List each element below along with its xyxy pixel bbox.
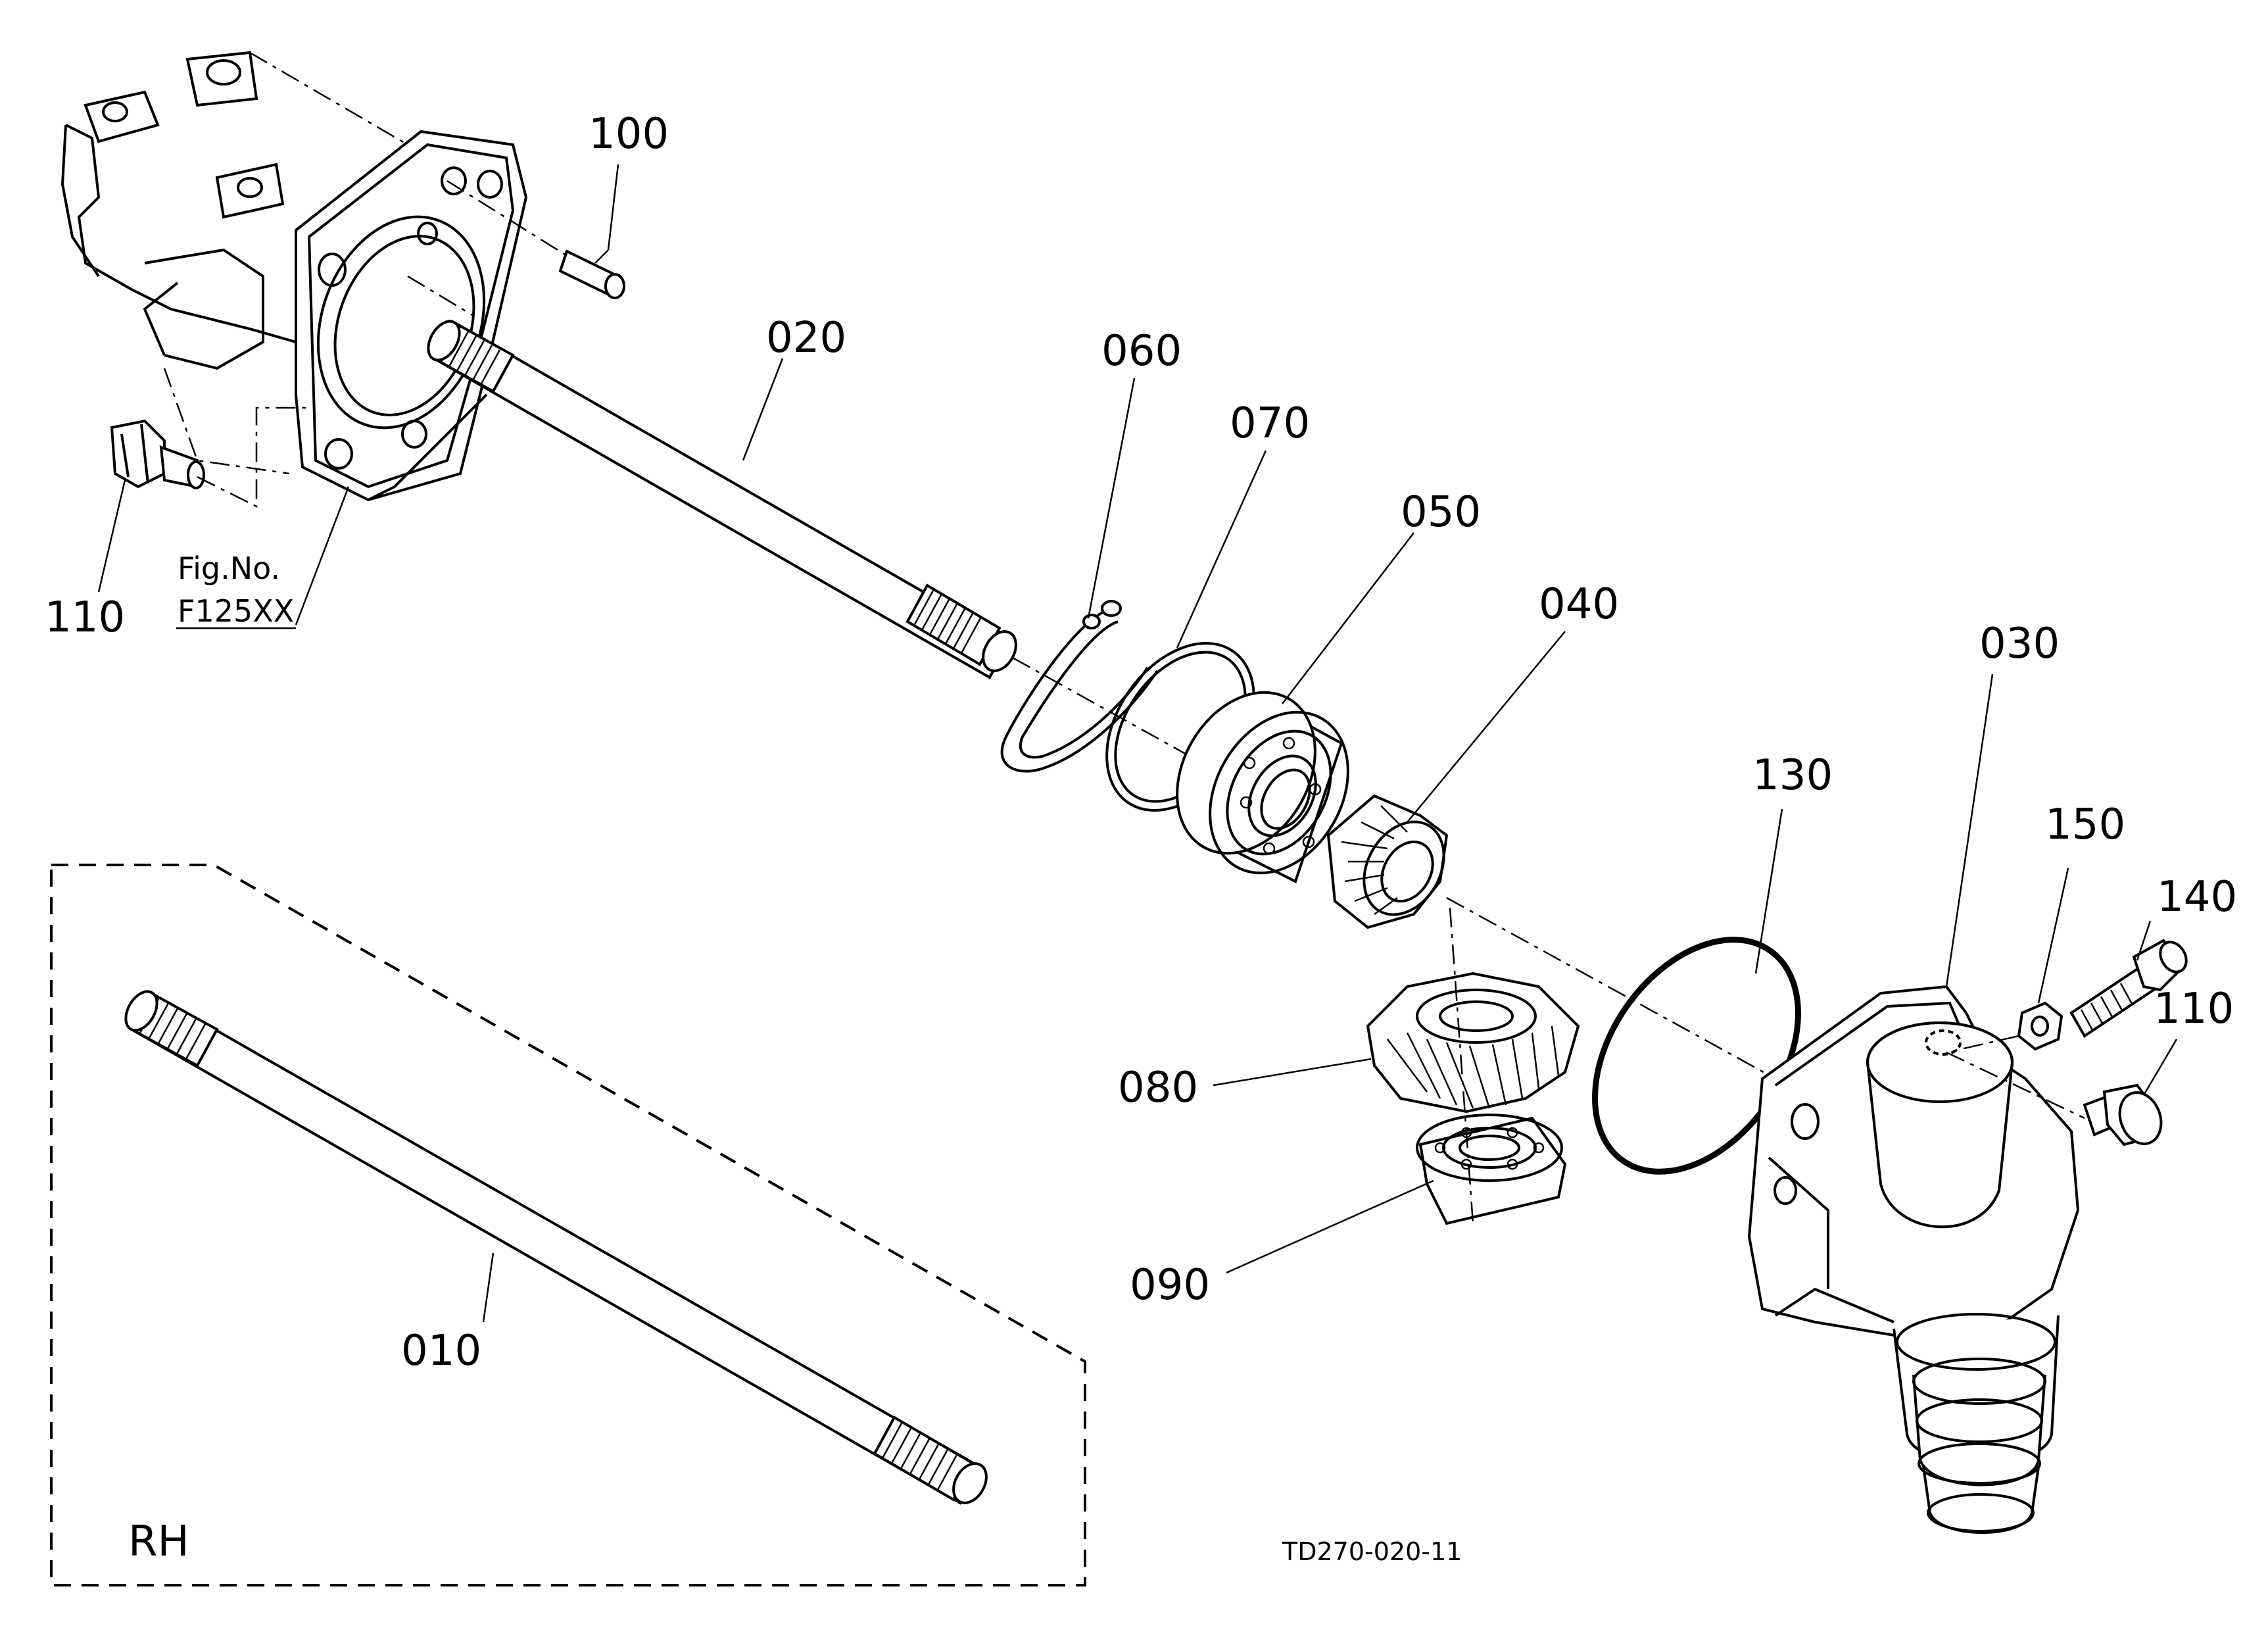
- part-080-side-gear: [1366, 971, 1580, 1114]
- leader-lines: [97, 164, 2178, 1323]
- callout-060: 060: [1101, 327, 1182, 376]
- callout-070: 070: [1230, 399, 1310, 448]
- callout-100: 100: [589, 110, 669, 159]
- callout-050: 050: [1401, 488, 1481, 537]
- inset-side-label: RH: [128, 1517, 189, 1566]
- callout-020: 020: [766, 314, 846, 362]
- part-100-dowel-pin: [446, 180, 625, 299]
- part-060-circlip: [1000, 600, 1159, 773]
- callout-010: 010: [401, 1327, 481, 1375]
- callout-110-right: 110: [2154, 985, 2234, 1033]
- rh-inset-frame: [50, 864, 1086, 1586]
- part-110-plug: [1946, 1051, 2163, 1146]
- part-040-bevel-pinion: [1326, 794, 1776, 1080]
- part-010-axle-shaft-rh: [124, 990, 988, 1505]
- drawing-code: TD270-020-11: [1282, 1537, 1462, 1566]
- part-020-axle-shaft: [427, 320, 1250, 791]
- figure-reference-label: Fig.No.: [178, 551, 280, 586]
- callout-090: 090: [1130, 1261, 1210, 1310]
- part-140-bolt: [1946, 939, 2188, 1054]
- figure-number-label: F125XX: [178, 593, 294, 629]
- part-150-nut: [2017, 1001, 2063, 1051]
- callout-130: 130: [1752, 751, 1833, 800]
- part-030-final-case: [1747, 985, 2080, 1534]
- part-050-ball-bearing: [1176, 691, 1349, 883]
- callout-labels: 100 020 060 070 050 040 030 130 150 140 …: [45, 110, 2237, 1566]
- part-090-ball-bearing: [1416, 907, 1567, 1225]
- callout-040: 040: [1539, 580, 1619, 629]
- callout-110-left: 110: [45, 593, 125, 642]
- callout-150: 150: [2045, 800, 2125, 849]
- part-110-drain-plug: [110, 406, 309, 508]
- callout-030: 030: [1979, 620, 2060, 668]
- axle-housing: [60, 51, 528, 502]
- callout-140: 140: [2157, 873, 2237, 922]
- callout-080: 080: [1118, 1064, 1198, 1112]
